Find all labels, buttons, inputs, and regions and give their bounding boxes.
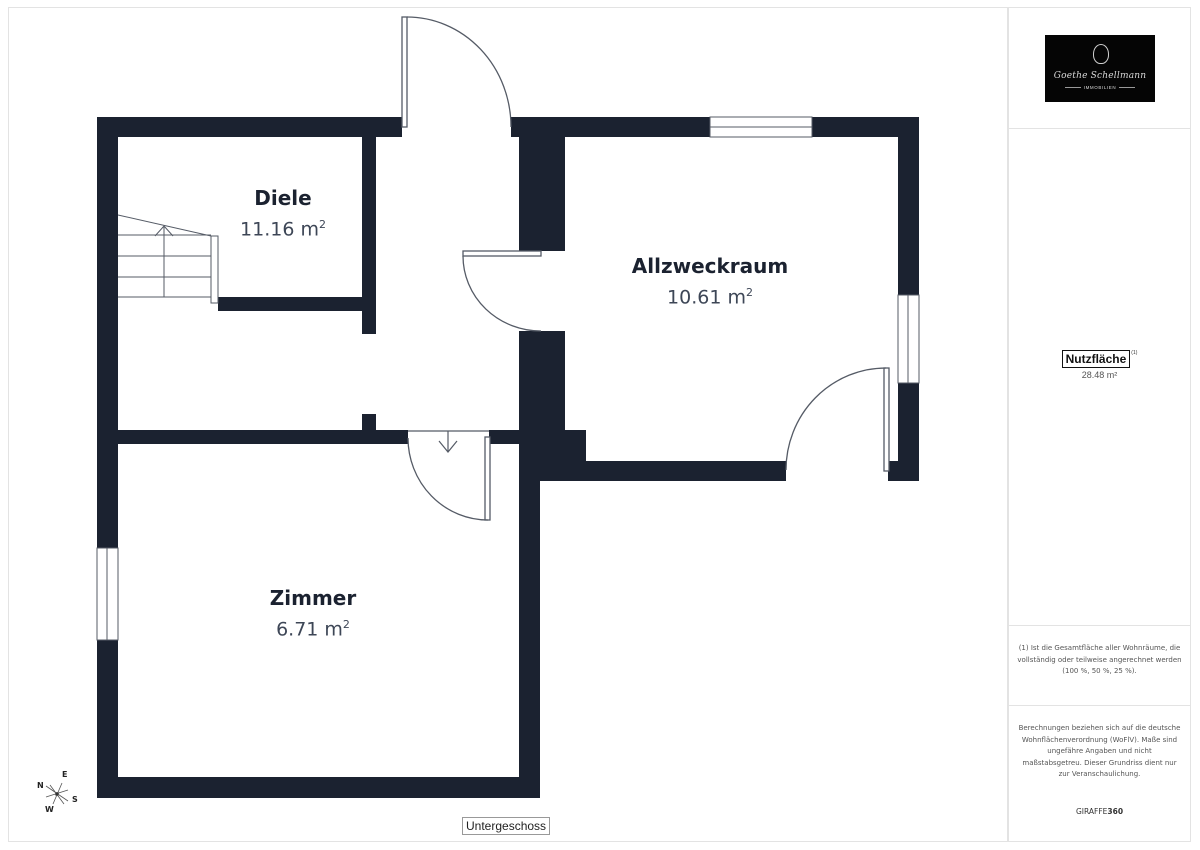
entrance-door-swing bbox=[406, 16, 512, 128]
disclaimer-text: Berechnungen beziehen sich auf die deuts… bbox=[1018, 724, 1181, 779]
wall bbox=[97, 117, 118, 548]
wall bbox=[540, 461, 786, 481]
entrance-door-leaf bbox=[401, 16, 408, 128]
room-area-diele: 11.16 m2 bbox=[240, 218, 326, 241]
room-area-zimmer: 6.71 m2 bbox=[276, 618, 350, 641]
usable-area-summary: Nutzfläche(1) 28.48 m² bbox=[1009, 350, 1190, 380]
usable-area-label: Nutzfläche bbox=[1061, 350, 1131, 368]
door-swing bbox=[462, 255, 542, 332]
footnote-text: (1) Ist die Gesamtfläche aller Wohnräume… bbox=[1017, 644, 1182, 676]
wall bbox=[519, 137, 565, 251]
footnote-cell: (1) Ist die Gesamtfläche aller Wohnräume… bbox=[1009, 626, 1190, 706]
door-swing bbox=[407, 437, 489, 521]
logo-subtitle: IMMOBILIEN bbox=[1045, 85, 1155, 90]
door-swing bbox=[785, 367, 887, 471]
summary-cell: Nutzfläche(1) 28.48 m² bbox=[1009, 129, 1190, 626]
floor-plan-drawing bbox=[45, 16, 920, 805]
staircase bbox=[117, 214, 219, 304]
logo-cell: Goethe Schellmann IMMOBILIEN bbox=[1009, 8, 1190, 129]
wall bbox=[218, 297, 376, 311]
giraffe360-brand: GIRAFFE360 bbox=[1075, 807, 1124, 816]
door-leaf bbox=[484, 436, 491, 521]
room-area-allzweckraum: 10.61 m2 bbox=[667, 286, 753, 309]
wall bbox=[97, 640, 118, 798]
info-sidebar: Goethe Schellmann IMMOBILIEN Nutzfläche(… bbox=[1008, 7, 1191, 842]
compass-n-label: N bbox=[37, 781, 44, 790]
compass-w-label: W bbox=[45, 805, 54, 814]
wall bbox=[97, 777, 540, 798]
company-logo: Goethe Schellmann IMMOBILIEN bbox=[1045, 35, 1155, 102]
room-name-zimmer: Zimmer bbox=[269, 586, 357, 610]
compass-icon bbox=[45, 782, 69, 805]
floor-plan-frame bbox=[8, 7, 1008, 842]
wall bbox=[118, 430, 408, 444]
arrow-down-icon bbox=[438, 431, 458, 453]
lion-emblem-icon bbox=[1093, 44, 1109, 64]
disclaimer-cell: Berechnungen beziehen sich auf die deuts… bbox=[1009, 706, 1190, 843]
wall bbox=[362, 137, 376, 334]
wall bbox=[898, 383, 919, 481]
usable-area-value: 28.48 m² bbox=[1081, 370, 1118, 380]
wall bbox=[888, 461, 919, 481]
logo-script-text: Goethe Schellmann bbox=[1053, 71, 1147, 81]
room-name-diele: Diele bbox=[254, 186, 312, 210]
wall bbox=[519, 430, 540, 798]
compass-e-label: E bbox=[62, 770, 68, 779]
room-name-allzweckraum: Allzweckraum bbox=[631, 254, 789, 278]
footnote-marker: (1) bbox=[1131, 350, 1138, 356]
floor-label: Untergeschoss bbox=[462, 817, 551, 835]
wall bbox=[362, 414, 376, 432]
wall bbox=[898, 117, 919, 295]
wall bbox=[97, 117, 402, 137]
door-leaf bbox=[462, 250, 542, 257]
compass-s-label: S bbox=[72, 795, 78, 804]
door-leaf bbox=[883, 367, 890, 472]
